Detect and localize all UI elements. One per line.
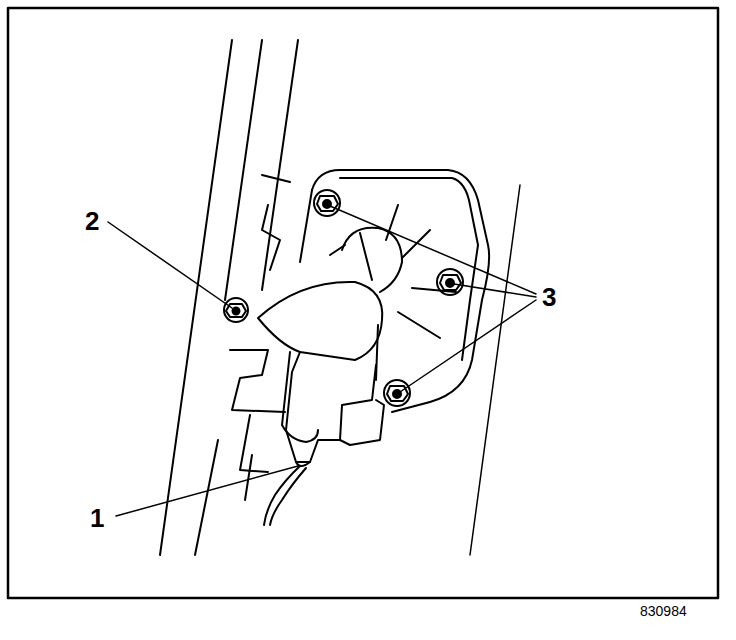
callout-number: 1 [90, 505, 104, 531]
wire-harness [264, 466, 306, 525]
door-panel [160, 40, 520, 555]
leader-line [108, 206, 536, 516]
frame-border [8, 8, 718, 598]
actuator-body [258, 282, 384, 466]
callout-number: 2 [85, 208, 99, 234]
bolt [314, 190, 340, 216]
bolt [224, 298, 248, 322]
mounting-plate [300, 170, 489, 412]
bolt [384, 380, 410, 406]
figure-id: 830984 [640, 604, 687, 618]
callout-number: 3 [542, 284, 556, 310]
bolt [437, 269, 463, 295]
